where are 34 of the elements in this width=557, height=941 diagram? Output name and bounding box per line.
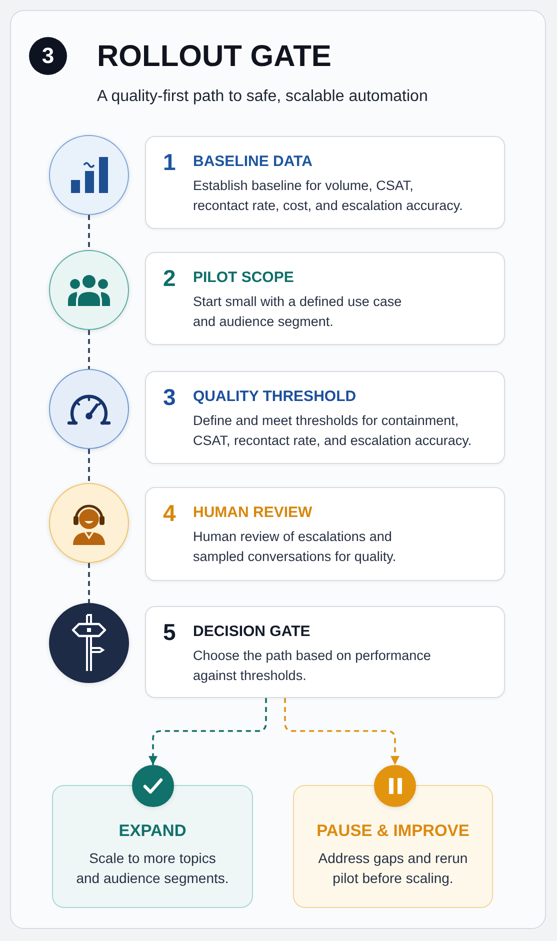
step-number: 5 bbox=[163, 619, 177, 645]
step-title: QUALITY THRESHOLD bbox=[193, 387, 358, 407]
step-number: 4 bbox=[163, 500, 177, 526]
subtitle: A quality-first path to safe, scalable automation bbox=[97, 87, 428, 107]
step-card bbox=[145, 136, 505, 229]
outcome-card bbox=[293, 785, 493, 908]
step-description: Human review of escalations and sampled conversations for quality. bbox=[193, 528, 398, 566]
dashed-connector bbox=[88, 563, 90, 603]
step-card bbox=[145, 252, 505, 345]
step-title: PILOT SCOPE bbox=[193, 268, 295, 288]
step-card bbox=[145, 371, 505, 464]
outcome-description: Scale to more topics and audience segments. bbox=[75, 849, 230, 888]
step-number: 2 bbox=[163, 265, 177, 291]
step-description: Define and meet thresholds for containment, CSAT, recontact rate, and escalation accuracy. bbox=[193, 412, 473, 450]
step-title: DECISION GATE bbox=[193, 622, 312, 642]
step-description: Choose the path based on performance against thresholds. bbox=[193, 647, 432, 685]
dashed-connector bbox=[88, 449, 90, 483]
step-title: HUMAN REVIEW bbox=[193, 503, 314, 523]
step-card bbox=[145, 606, 505, 698]
dashed-arrow bbox=[148, 698, 267, 765]
step-description: Establish baseline for volume, CSAT, recontact rate, cost, and escalation accuracy. bbox=[193, 177, 464, 215]
outcome-card bbox=[52, 785, 253, 908]
outcome-title: PAUSE & IMPROVE bbox=[316, 821, 470, 842]
step-card bbox=[145, 487, 505, 581]
outcome-title: EXPAND bbox=[118, 821, 186, 842]
outcome-description: Address gaps and rerun pilot before scaling. bbox=[317, 849, 469, 888]
step-number: 1 bbox=[163, 149, 177, 175]
step-description: Start small with a defined use case and audience segment. bbox=[193, 293, 403, 331]
dashed-connector bbox=[88, 215, 90, 250]
dashed-connector bbox=[88, 330, 90, 369]
title: ROLLOUT GATE bbox=[97, 39, 332, 75]
step-number: 3 bbox=[163, 384, 177, 410]
step-title: BASELINE DATA bbox=[193, 152, 314, 172]
dashed-arrow bbox=[284, 698, 400, 765]
